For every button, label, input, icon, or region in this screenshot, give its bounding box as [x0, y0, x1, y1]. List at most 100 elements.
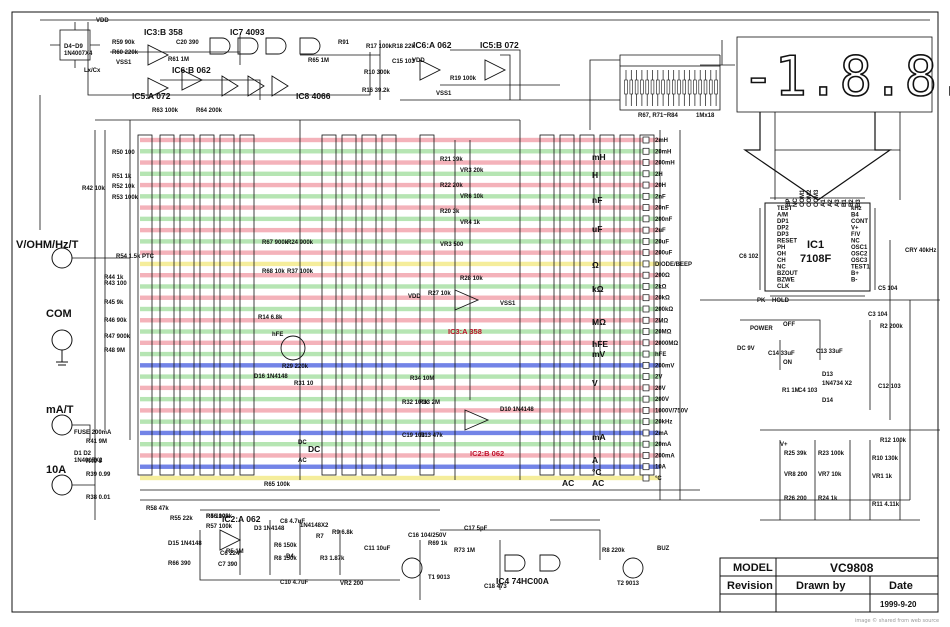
switch-tag: DC	[308, 444, 320, 454]
component-label: R53 100k	[112, 195, 139, 201]
transistor-t2	[622, 557, 644, 579]
range-label: 20uF	[655, 239, 669, 245]
ic1-pin-label: DP3	[777, 232, 789, 238]
switch-tag: mH	[592, 152, 606, 162]
ladder-resistor-body	[709, 79, 713, 95]
switch-tag: °C	[592, 467, 602, 477]
range-label: 200Ω	[655, 273, 670, 279]
terminal-com-jack[interactable]	[51, 329, 73, 351]
ic1-pin-label: NC	[777, 265, 786, 271]
component-label: C17 5pF	[464, 526, 488, 532]
range-label: 20mH	[655, 149, 671, 155]
range-band	[140, 419, 660, 424]
range-label: 20H	[655, 183, 666, 189]
component-label: R38 0.01	[86, 495, 111, 501]
component-label: R7	[316, 534, 324, 540]
switch-tag: MΩ	[592, 317, 606, 327]
component-label: VR6 10k	[460, 194, 484, 200]
ic1-pin-label: DP2	[777, 226, 789, 232]
opamp-ic2a	[219, 529, 242, 551]
component-label: R58 47k	[146, 506, 169, 512]
component-label: R67 900k	[262, 240, 289, 246]
component-label: R12 100k	[880, 438, 907, 444]
component-label: R20 3k	[440, 209, 460, 215]
ladder-resistor-body	[656, 79, 660, 95]
component-label: C5 104	[878, 286, 898, 292]
range-contact	[642, 294, 650, 302]
lcd-readout: -1.8.8.8	[742, 45, 950, 108]
range-band	[140, 227, 660, 233]
range-band	[140, 171, 660, 176]
range-label: °C	[655, 476, 662, 482]
component-label: C4 103	[798, 388, 818, 394]
gate-ic8-3	[271, 75, 289, 97]
component-label: R69 1k	[428, 541, 448, 547]
component-label: 1N4007X2	[74, 458, 103, 464]
range-label: 2uF	[655, 228, 666, 234]
component-label: R17 100k	[366, 44, 393, 50]
terminal-label-10a: 10A	[46, 464, 66, 476]
ic1-pin-label: DP1	[777, 219, 789, 225]
component-label: C13 33uF	[816, 349, 843, 355]
range-contact	[642, 181, 650, 189]
component-label: D14	[822, 398, 834, 404]
gate-ic8-2	[247, 75, 265, 97]
range-label: 20V	[655, 386, 666, 392]
component-label: R3 1.87k	[320, 556, 345, 562]
component-label: R51 1k	[112, 174, 132, 180]
range-contact	[642, 283, 650, 290]
component-label: D15 1N4148	[168, 541, 202, 547]
range-label: 2mH	[655, 138, 668, 144]
ic1-pin-label: CONT	[851, 219, 868, 225]
component-label: T1 9013	[428, 575, 451, 581]
component-label: R4 100k	[206, 514, 229, 520]
ic1-pin-label: A/M	[777, 213, 788, 219]
range-contact	[642, 328, 650, 335]
component-label: C6 102	[739, 254, 759, 260]
ic1-pin-label: OSC3	[851, 258, 868, 264]
component-label: R1 1M	[782, 388, 800, 394]
range-contact	[642, 429, 650, 437]
opamp-ic5b	[484, 59, 507, 81]
component-label: R16 39.2k	[362, 88, 390, 94]
range-label: 200mV	[655, 363, 674, 369]
terminal-label-com: COM	[46, 308, 72, 320]
component-label: R24 900k	[287, 240, 314, 246]
range-label: 2000MΩ	[655, 341, 678, 347]
range-band	[140, 453, 660, 458]
terminal-ma-jack[interactable]	[51, 414, 73, 436]
component-label: R63 100k	[152, 108, 179, 114]
terminal-10a-jack[interactable]	[51, 474, 73, 496]
terminal-label-ma: mA/T	[46, 404, 74, 416]
component-label: FUSE 200mA	[74, 430, 112, 436]
opamp-ic3a	[454, 289, 480, 311]
title-revision-label: Revision	[727, 580, 773, 592]
range-label: 2H	[655, 172, 663, 178]
component-label: R66 390	[168, 561, 191, 567]
gate-ic7-b	[237, 37, 259, 55]
component-label: R41 9M	[86, 439, 107, 445]
component-label: C3 104	[868, 312, 888, 318]
switch-tag: H	[592, 170, 598, 180]
component-label: 1N4734 X2	[822, 381, 853, 387]
range-label: 2kΩ	[655, 284, 667, 290]
component-label: R65 100k	[264, 482, 291, 488]
range-contact	[642, 159, 650, 166]
component-label: R23 100k	[818, 451, 845, 457]
range-contact	[642, 147, 650, 155]
component-label: D3 1N4148	[254, 526, 285, 532]
lcd-connector-arrow	[743, 112, 892, 201]
ic1-pin-label: COM3	[814, 189, 820, 207]
ic1-pin-label: BZWE	[777, 278, 795, 284]
terminal-v-ohm-jack[interactable]	[51, 247, 73, 269]
component-label: AC	[298, 458, 307, 464]
component-label: R45 9k	[104, 300, 124, 306]
component-label: HOLD	[772, 298, 790, 304]
range-label: 200mA	[655, 453, 675, 459]
component-label: R64 200k	[196, 108, 223, 114]
range-band	[140, 318, 660, 323]
component-label: DC	[298, 440, 307, 446]
component-label: R43 100	[104, 281, 127, 287]
component-label: R40 9	[86, 459, 103, 465]
logic-gates	[209, 37, 561, 572]
